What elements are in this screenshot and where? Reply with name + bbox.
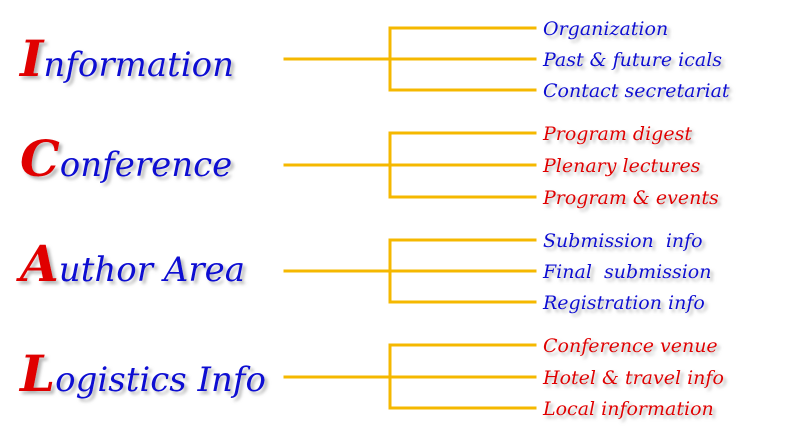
link-past-future-icals[interactable]: Past & future icals bbox=[542, 49, 722, 71]
section-author-area: Author Area Submission info Final submis… bbox=[16, 230, 711, 314]
heading-conference[interactable]: Conference bbox=[20, 129, 232, 188]
link-plenary-lectures[interactable]: Plenary lectures bbox=[542, 155, 701, 177]
connector-logistics-info bbox=[283, 343, 537, 410]
heading-information-initial: I bbox=[18, 29, 45, 88]
link-hotel-travel-info[interactable]: Hotel & travel info bbox=[542, 367, 724, 389]
section-information: Information Organization Past & future i… bbox=[18, 18, 730, 102]
heading-author-area[interactable]: Author Area bbox=[16, 234, 245, 293]
link-final-submission[interactable]: Final submission bbox=[542, 261, 711, 283]
heading-information-rest: nformation bbox=[43, 45, 234, 85]
heading-author-area-initial: A bbox=[16, 234, 59, 293]
link-registration-info[interactable]: Registration info bbox=[542, 292, 705, 314]
heading-logistics-info-rest: ogistics Info bbox=[55, 360, 266, 400]
link-local-information[interactable]: Local information bbox=[542, 398, 714, 420]
link-conference-venue[interactable]: Conference venue bbox=[543, 335, 718, 357]
heading-conference-initial: C bbox=[20, 129, 60, 188]
heading-information[interactable]: Information bbox=[18, 29, 234, 88]
heading-logistics-info-initial: L bbox=[18, 344, 55, 403]
connector-author-area bbox=[283, 238, 537, 304]
heading-author-area-rest: uthor Area bbox=[59, 250, 245, 290]
heading-logistics-info[interactable]: Logistics Info bbox=[18, 344, 266, 403]
connector-information bbox=[283, 26, 537, 92]
section-conference: Conference Program digest Plenary lectur… bbox=[20, 123, 719, 209]
link-organization[interactable]: Organization bbox=[543, 18, 668, 40]
link-program-events[interactable]: Program & events bbox=[542, 187, 719, 209]
link-submission-info[interactable]: Submission info bbox=[543, 230, 703, 252]
section-logistics-info: Logistics Info Conference venue Hotel & … bbox=[18, 335, 724, 420]
link-contact-secretariat[interactable]: Contact secretariat bbox=[543, 80, 730, 102]
heading-conference-rest: onference bbox=[60, 145, 233, 185]
link-program-digest[interactable]: Program digest bbox=[542, 123, 692, 145]
connector-conference bbox=[283, 131, 537, 199]
